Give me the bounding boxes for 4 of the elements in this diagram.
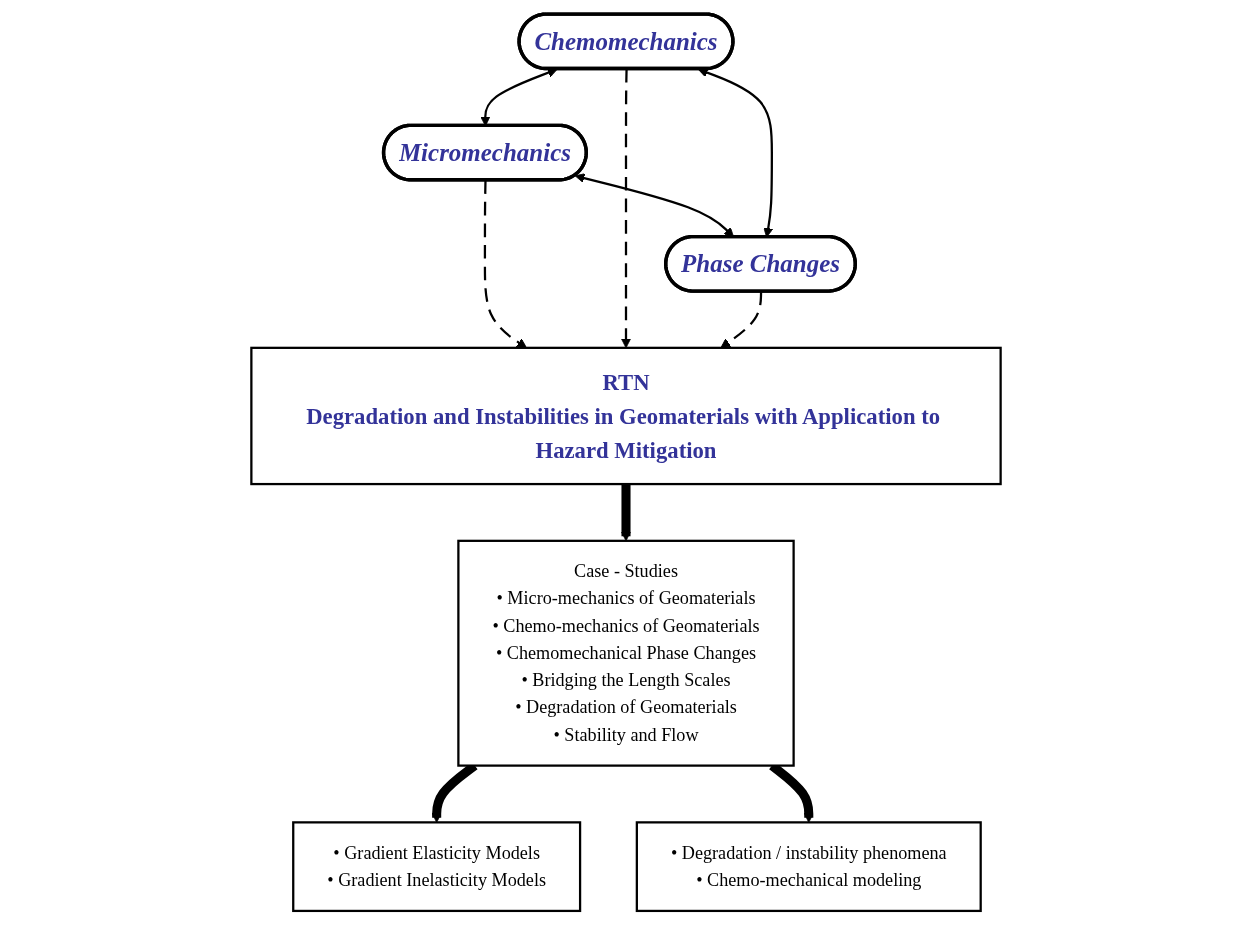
node-box: • Degradation / instability phenomena • Chemo-mechanical modeling	[635, 821, 982, 913]
node-box: RTN Degradation and Instabilities in Geomaterials with Application to Hazard Mitigation	[250, 346, 1002, 486]
node-box: • Gradient Elasticity Models • Gradient Inelasticity Models	[292, 821, 582, 913]
node-box: Case - Studies • Micro-mechanics of Geomaterials • Chemo-mechanics of Geomaterials • Chemomechanical Phase Changes • Bridging the Length Scales • Degradation of Geomaterials • Stability and Flow	[457, 539, 795, 767]
